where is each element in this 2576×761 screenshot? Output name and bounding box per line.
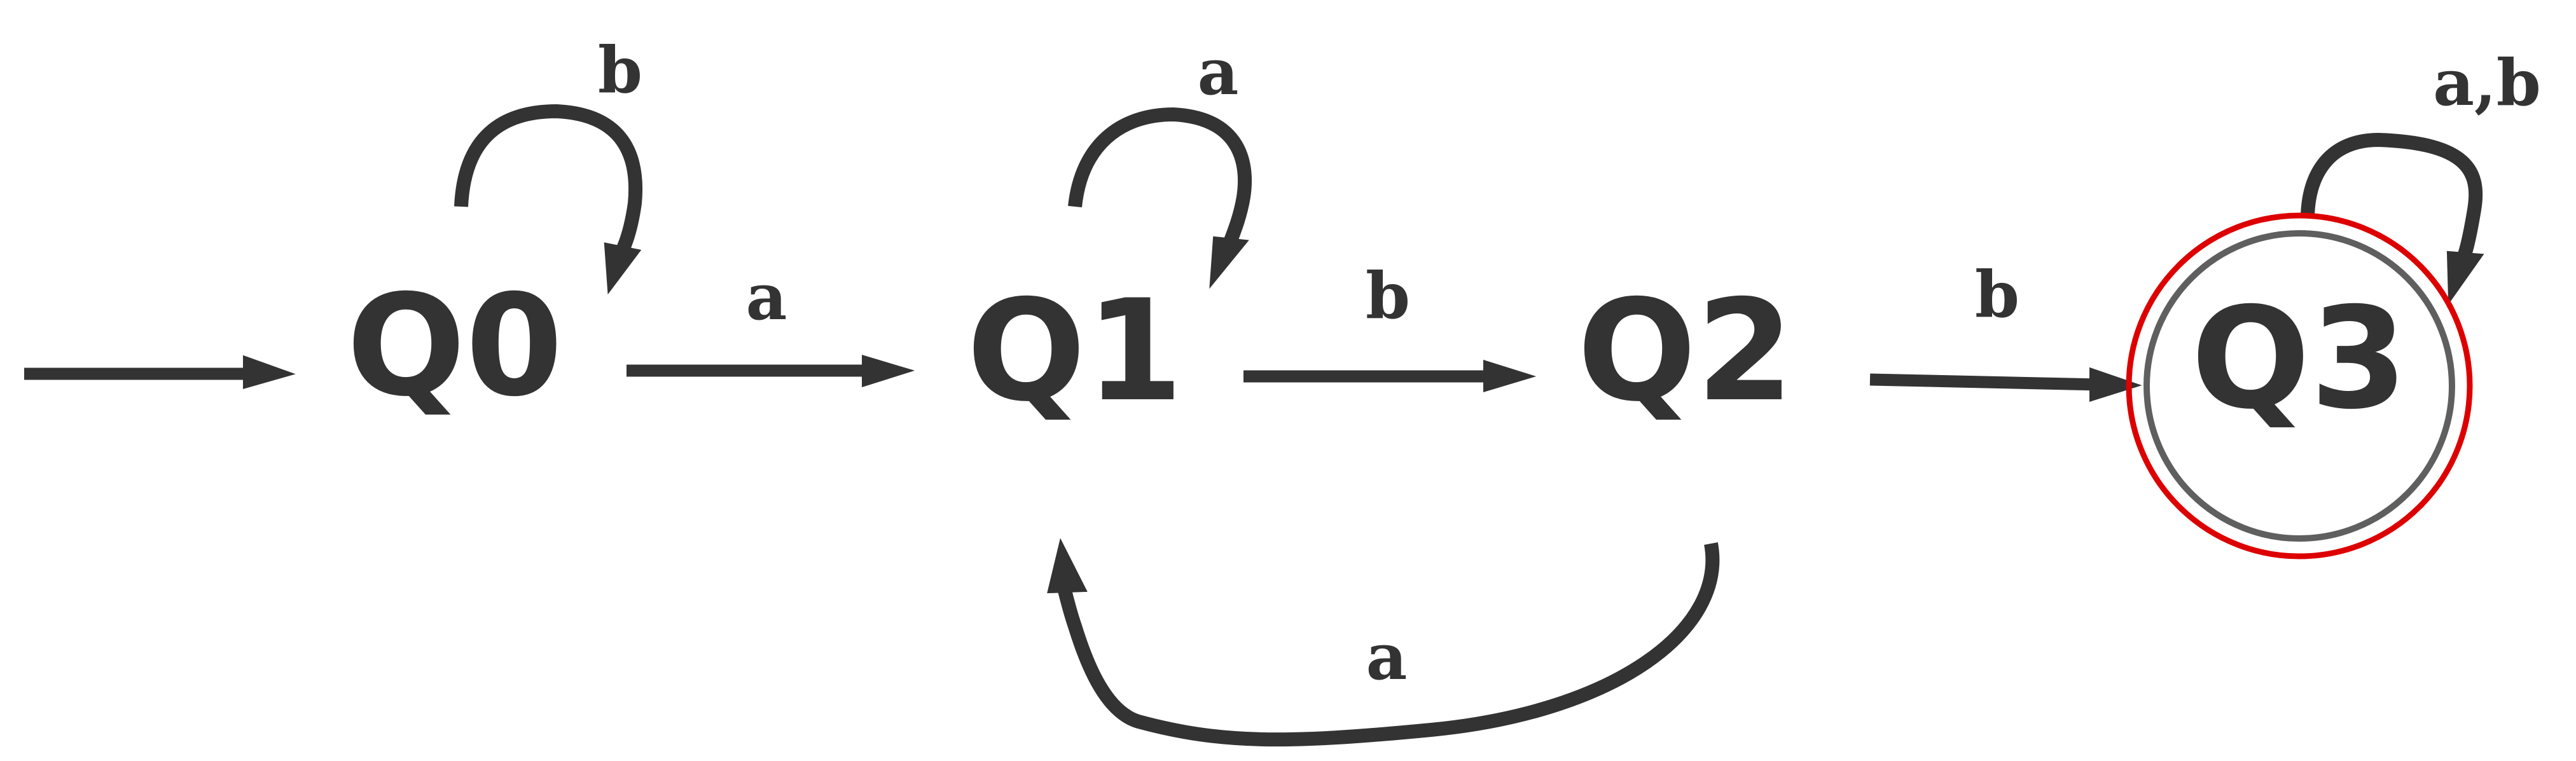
start-arrow bbox=[24, 355, 296, 389]
edge-q3-q3: a,b bbox=[2301, 45, 2541, 305]
edge-label-q2-q1: a bbox=[1366, 619, 1408, 694]
edge-q0-q0: b bbox=[454, 32, 643, 295]
state-q3: Q3 bbox=[2126, 212, 2473, 559]
edge-label-q2-q3: b bbox=[1975, 257, 2019, 332]
edge-label-q0-q0: b bbox=[598, 32, 642, 107]
accept-ring-outer bbox=[2126, 212, 2473, 559]
state-q1: Q1 bbox=[967, 270, 1183, 432]
edge-label-q1-q2: b bbox=[1366, 258, 1410, 333]
state-label-q2: Q2 bbox=[1577, 270, 1794, 432]
state-label-q3: Q3 bbox=[2191, 277, 2407, 440]
edge-q2-q1: a bbox=[1047, 538, 1720, 747]
edge-label-q1-q1: a bbox=[1198, 34, 1239, 109]
state-label-q1: Q1 bbox=[967, 270, 1183, 432]
edge-q0-q1: a bbox=[627, 259, 915, 388]
edge-q1-q1: a bbox=[1068, 34, 1252, 289]
edge-label-q0-q1: a bbox=[746, 259, 787, 334]
edge-q2-q3: b bbox=[1869, 257, 2142, 402]
edge-label-q3-q3: a,b bbox=[2433, 45, 2541, 120]
edge-q1-q2: b bbox=[1243, 258, 1537, 393]
accept-ring-inner bbox=[2143, 230, 2455, 542]
state-label-q0: Q0 bbox=[347, 264, 563, 427]
state-q2: Q2 bbox=[1577, 270, 1794, 432]
state-q0: Q0 bbox=[347, 264, 563, 427]
